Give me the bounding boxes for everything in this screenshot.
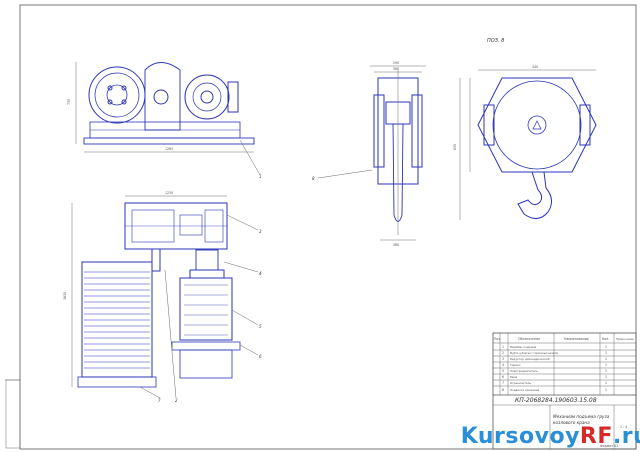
leader-label-8: 8 [312,176,315,181]
spec-row-qty: 1 [605,375,607,379]
hook-side-view [317,65,426,241]
spec-row-pos: 1 [502,345,504,349]
watermark-part3: .ru [612,423,640,449]
spec-row-pos: 2 [502,351,504,355]
dim-pulley-top: 290 [393,61,399,65]
watermark-part1: Kursovoy [460,423,580,449]
spec-row-qty: 1 [605,363,607,367]
drawing-title-line1: Механизм подъема груза [553,414,610,419]
hook-front-view [459,69,597,220]
leader-label-4: 4 [259,271,262,276]
mechanism-plan-view [71,195,259,399]
motor-fins [184,284,228,336]
spec-rows: 1 Барабан подъема 1 2 Муфта зубчатая с т… [502,345,607,392]
leader-label-7: 7 [158,398,161,403]
spec-row-name: Рама [510,375,518,379]
spec-row-name: Тормоз [509,363,521,367]
pos-label: ПОЗ. 8 [487,38,504,44]
spec-row-name: Редуктор цилиндрический [510,357,550,361]
watermark-part2: RF [579,423,613,449]
spec-row-pos: 3 [502,357,504,361]
drawing-scale: 1 : 4 [620,425,627,429]
spec-row-pos: 6 [502,375,504,379]
spec-header-name: Наименование [564,337,589,341]
spec-row-qty: 1 [605,381,607,385]
spec-row-qty: 1 [605,351,607,355]
spec-row-name: Подвеска крюковая [510,388,540,392]
spec-row-pos: 7 [502,381,504,385]
spec-row-qty: 1 [605,345,607,349]
spec-row-pos: 8 [502,388,504,392]
leader-label-2: 2 [175,398,178,403]
spec-row-name: Электродвигатель [510,369,538,373]
spec-row-pos: 5 [502,369,504,373]
drawing-code: КП-2068284.190603.15.08 [515,397,597,404]
leader-label-3: 3 [259,229,262,234]
dim-hook-width: 440 [532,65,538,69]
dim-hook-height: 835 [453,144,457,150]
dim-plan-height: 1630 [63,292,67,300]
spec-row-pos: 4 [502,363,504,367]
spec-header-designation: Обозначение [518,337,540,341]
gearbox-front-view [75,62,261,176]
leader-label-5: 5 [259,324,262,329]
spec-row-name: Барабан подъема [510,345,537,349]
sheet-frame [19,4,637,450]
dim-side-height: 735 [67,99,71,105]
spec-header-pos: Поз. [494,337,501,341]
spec-row-name: Ограничитель [510,381,531,385]
spec-row-qty: 1 [605,357,607,361]
spec-row-qty: 1 [605,369,607,373]
drum-grooves [84,271,150,369]
spec-header-qty: Кол. [602,337,609,341]
spec-header-note: Приме-чание [616,337,634,341]
dim-plan-top: 1230 [165,191,173,195]
dim-top-width: 1285 [165,147,173,151]
drawing-format: Формат A1 [600,444,618,448]
leader-label-6: 6 [259,354,262,359]
leader-label-1: 1 [259,174,262,179]
spec-row-qty: 1 [605,388,607,392]
spec-row-name: Муфта зубчатая с тормозным шкивом [510,352,558,355]
drawing-title-line2: козлового крана [553,420,590,425]
spec-table [492,332,637,450]
dim-pulley-top2: 380 [393,67,399,71]
dim-pulley-bottom: 380 [393,243,399,247]
left-stamp [5,379,21,449]
